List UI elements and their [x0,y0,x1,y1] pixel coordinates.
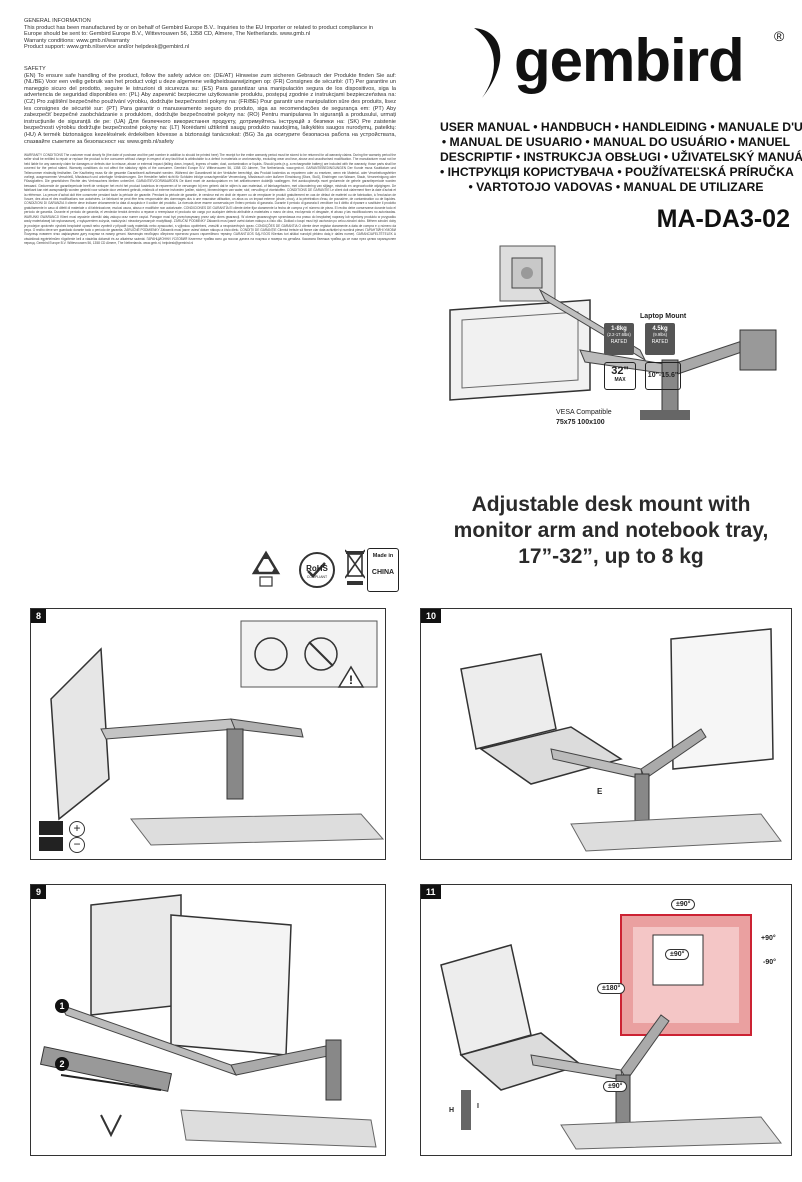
recycling-icon [248,549,284,589]
warranty-conditions: WARRANTY CONDITIONS The customer must cl… [24,153,396,246]
safety-section: SAFETY (EN) To ensure safe handling of t… [24,66,396,145]
weight-right-rated: RATED [651,339,669,345]
general-heading: GENERAL INFORMATION [24,18,91,24]
rotation-label: ±180° [597,983,626,994]
registered-mark: ® [774,28,785,44]
rotation-label: ±90° [665,949,690,960]
vesa-label: VESA Compatible [556,409,612,416]
panel-number: 10 [421,609,442,623]
rotation-label: ±90° [671,899,696,910]
product-illustration [440,240,790,430]
general-information: GENERAL INFORMATION This product has bee… [24,18,396,51]
gembird-swoosh-icon [474,28,501,98]
panel-number: 11 [421,885,441,899]
tilt-minus-label: -90° [763,959,776,966]
subtitle-line: monitor arm and notebook tray, [453,519,769,542]
screen-max-label: MAX [614,377,626,383]
vesa-sizes: 75x75 100x100 [556,419,605,426]
weee-bin-icon [344,548,366,588]
weight-left-rated: RATED [610,339,628,345]
safety-heading: SAFETY [24,66,46,72]
rohs-sublabel: COMPLIANT [306,575,328,579]
rotation-label: ±90° [603,1081,628,1092]
part-label-h: H [449,1107,455,1114]
manual-titles: USER MANUAL • HANDBUCH • HANDLEIDING • M… [440,120,802,195]
step-panel-9: 9 1 2 [30,884,386,1156]
manual-title-line: DESCRIPTIF • INSTRUKCJA OBSŁUGI • UŽIVAT… [440,150,802,164]
made-in-china-badge: Made in CHINA [367,548,399,592]
subtitle-line: Adjustable desk mount with [471,493,751,516]
country-label: CHINA [371,569,395,576]
product-subtitle: Adjustable desk mount with monitor arm a… [420,492,802,570]
tension-minus-icon: − [69,837,85,853]
safety-text: (EN) To ensure safe handling of the prod… [24,72,396,145]
general-line: Product support: www.gmb.nl/service and/… [24,44,190,51]
part-label-i: I [477,1103,479,1110]
laptop-mount-label: Laptop Mount [640,313,687,320]
weight-left-lb: (2.2-17.6lbs) [607,332,631,337]
weight-right-value: 4.5kg [652,326,668,332]
model-number: MA-DA3-02 [656,205,790,233]
brand-name: gembird [514,27,745,94]
step-badge: 1 [55,999,69,1013]
laptop-size-badge: 10"-15.6" [645,362,681,390]
part-label-e: E [597,787,603,796]
manual-title-line: • ІНСТРУКЦІЯ КОРИСТУВАЧА • POUŽÍVATEĽSKÁ… [440,165,794,179]
tilt-plus-label: +90° [761,935,776,942]
general-line: Warranty conditions: www.gmb.nl/warranty [24,37,130,44]
weight-left-badge: 1-8kg (2.2-17.6lbs) RATED [604,323,634,355]
panel-number: 9 [31,885,47,899]
screen-size-badge: 32" MAX [604,362,636,390]
subtitle-line: 17”-32”, up to 8 kg [518,545,704,568]
general-line: Europe should be sent to: Gembird Europe… [24,31,311,38]
weight-right-lb: (9.9lbs) [653,332,667,337]
step-badge: 2 [55,1057,69,1071]
panel-number: 8 [31,609,47,623]
manual-title-line: • MANUAL DE USUARIO • MANUAL DO USUÁRIO … [441,135,791,149]
gembird-logo: gembird ® [452,20,792,102]
step-panel-11: 11 ±90° ±90° ±180° ±90° +90° -90° H I [420,884,792,1156]
step-panel-10: 10 E [420,608,792,860]
manual-title-line: USER MANUAL • HANDBUCH • HANDLEIDING • M… [440,120,802,134]
tension-plus-icon: + [69,821,85,837]
rohs-badge: RoHS COMPLIANT [298,551,336,589]
weight-left-value: 1-8kg [611,326,627,332]
screen-max-value: 32" [611,365,629,377]
general-line: This product has been manufactured by or… [24,24,373,31]
manual-title-line: • VARTOTOJO VADOVAS • MANUAL DE UTILIZAR… [468,180,764,194]
weight-right-badge: 4.5kg (9.9lbs) RATED [645,323,675,355]
svg-text:!: ! [349,673,353,687]
made-in-label: Made in [372,553,394,559]
step-panel-8: 8 ! + − [30,608,386,860]
rohs-label: RoHS [306,564,328,573]
